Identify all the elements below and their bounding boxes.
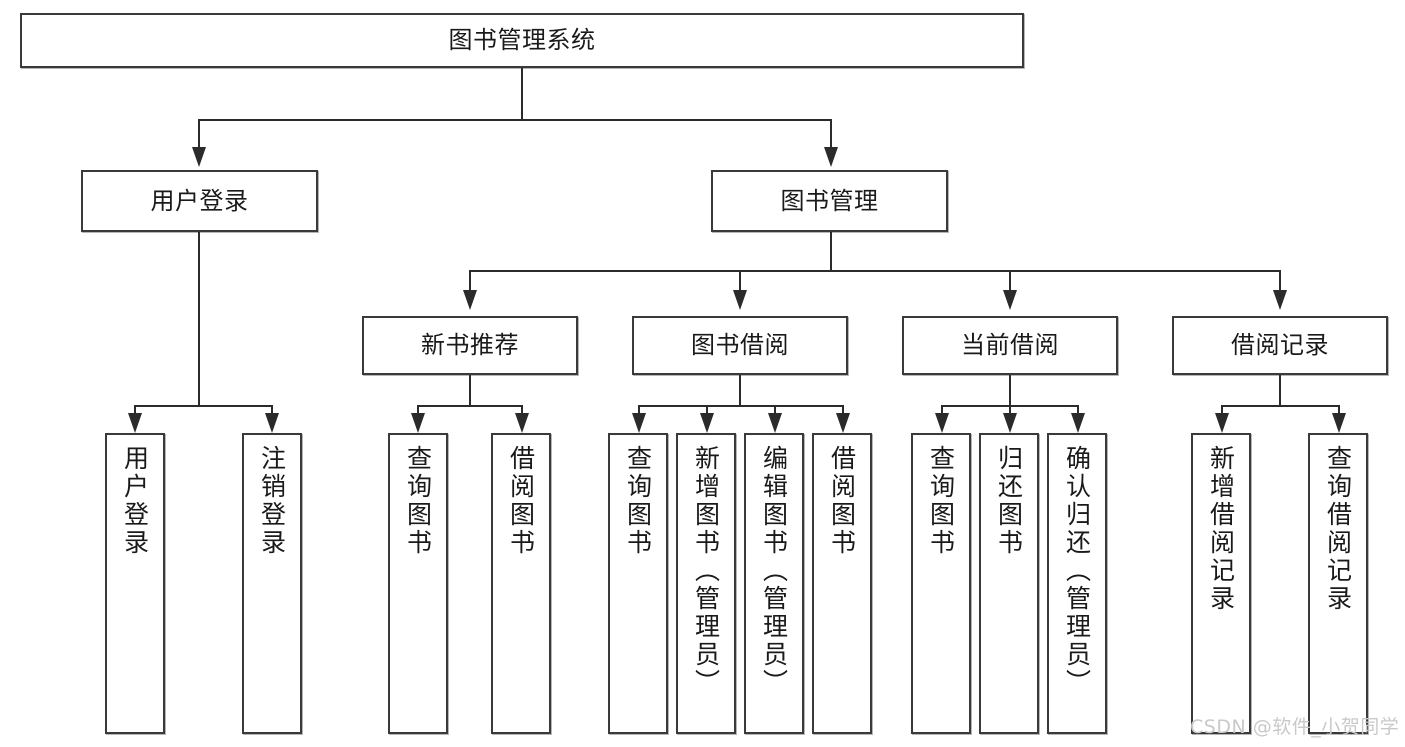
- node-root-book-management-system[interactable]: 图书管理系统: [20, 13, 1024, 68]
- arrow-nb-leaf-2: [515, 413, 529, 433]
- edge-bm-drop-1: [469, 270, 471, 292]
- node-label: 图书管理: [780, 186, 879, 215]
- edge-borrow-record-bus: [1221, 405, 1338, 407]
- edge-bb-drop-3: [774, 405, 776, 417]
- node-label: 用户登录: [120, 445, 150, 557]
- arrow-br-leaf-1: [1215, 413, 1229, 433]
- edge-book-management-bus: [469, 270, 1281, 272]
- edge-book-borrow-stem: [739, 375, 741, 406]
- edge-root-to-user-login: [198, 119, 200, 149]
- edge-user-login-drop-2: [271, 405, 273, 417]
- leaf-book-borrow-query-book[interactable]: 查询图书: [608, 433, 668, 734]
- edge-current-borrow-stem: [1009, 375, 1011, 406]
- edge-user-login-drop-1: [134, 405, 136, 417]
- edge-bm-drop-3: [1009, 270, 1011, 292]
- node-label: 用户登录: [150, 186, 249, 215]
- edge-bb-drop-1: [638, 405, 640, 417]
- edge-nb-drop-1: [417, 405, 419, 417]
- edge-user-login-bus: [134, 405, 272, 407]
- edge-root-to-book-management: [830, 119, 832, 149]
- edge-user-login-stem: [198, 232, 200, 406]
- edge-br-drop-2: [1338, 405, 1340, 417]
- edge-book-management-stem: [830, 232, 832, 271]
- node-label: 借阅图书: [506, 445, 536, 557]
- leaf-book-borrow-add-book-admin[interactable]: 新增图书（管理员）: [676, 433, 736, 734]
- edge-cb-drop-1: [941, 405, 943, 417]
- leaf-new-book-borrow-book[interactable]: 借阅图书: [491, 433, 551, 734]
- node-book-management[interactable]: 图书管理: [711, 170, 948, 232]
- arrow-bb-leaf-2: [700, 413, 714, 433]
- node-label: 借阅记录: [1231, 331, 1329, 360]
- edge-root-stem: [521, 68, 523, 119]
- edge-bm-drop-4: [1279, 270, 1281, 292]
- node-label: 归还图书: [994, 445, 1024, 557]
- arrow-user-login-leaf-1: [128, 413, 142, 433]
- leaf-current-borrow-return-book[interactable]: 归还图书: [979, 433, 1039, 734]
- edge-cb-drop-2: [1009, 405, 1011, 417]
- leaf-book-borrow-borrow-book[interactable]: 借阅图书: [812, 433, 872, 734]
- node-label: 新书推荐: [421, 331, 519, 360]
- arrow-root-to-user-login: [192, 147, 206, 167]
- node-borrow-record[interactable]: 借阅记录: [1172, 316, 1388, 375]
- node-label: 图书借阅: [691, 331, 789, 360]
- arrow-bm-to-book-borrow: [733, 290, 747, 310]
- leaf-borrow-record-add-record[interactable]: 新增借阅记录: [1191, 433, 1251, 734]
- node-label: 借阅图书: [827, 445, 857, 557]
- arrow-bm-to-current-borrow: [1003, 290, 1017, 310]
- node-book-borrow[interactable]: 图书借阅: [632, 316, 848, 375]
- arrow-cb-leaf-2: [1003, 413, 1017, 433]
- arrow-nb-leaf-1: [411, 413, 425, 433]
- edge-new-book-stem: [469, 375, 471, 406]
- arrow-user-login-leaf-2: [265, 413, 279, 433]
- leaf-current-borrow-query-book[interactable]: 查询图书: [911, 433, 971, 734]
- node-label: 编辑图书（管理员）: [759, 445, 789, 697]
- node-label: 确认归还（管理员）: [1062, 445, 1092, 697]
- edge-bm-drop-2: [739, 270, 741, 292]
- node-label: 新增借阅记录: [1206, 445, 1236, 613]
- node-label: 新增图书（管理员）: [691, 445, 721, 697]
- edge-book-borrow-bus: [638, 405, 842, 407]
- node-label: 查询图书: [623, 445, 653, 557]
- edge-borrow-record-stem: [1279, 375, 1281, 406]
- node-label: 注销登录: [257, 445, 287, 557]
- node-new-book-recommend[interactable]: 新书推荐: [362, 316, 578, 375]
- node-current-borrow[interactable]: 当前借阅: [902, 316, 1118, 375]
- leaf-new-book-query-book[interactable]: 查询图书: [388, 433, 448, 734]
- edge-root-bus: [198, 119, 831, 121]
- arrow-br-leaf-2: [1332, 413, 1346, 433]
- leaf-current-borrow-confirm-return-admin[interactable]: 确认归还（管理员）: [1047, 433, 1107, 734]
- edge-cb-drop-3: [1077, 405, 1079, 417]
- node-user-login[interactable]: 用户登录: [81, 170, 318, 232]
- edge-br-drop-1: [1221, 405, 1223, 417]
- leaf-book-borrow-edit-book-admin[interactable]: 编辑图书（管理员）: [744, 433, 804, 734]
- edge-new-book-bus: [417, 405, 522, 407]
- leaf-user-login-logout[interactable]: 注销登录: [242, 433, 302, 734]
- arrow-bm-to-new-book: [463, 290, 477, 310]
- arrow-bb-leaf-1: [632, 413, 646, 433]
- arrow-root-to-book-management: [824, 147, 838, 167]
- edge-bb-drop-2: [706, 405, 708, 417]
- edge-nb-drop-2: [521, 405, 523, 417]
- node-label: 查询图书: [926, 445, 956, 557]
- arrow-bm-to-borrow-record: [1273, 290, 1287, 310]
- node-label: 当前借阅: [961, 331, 1059, 360]
- leaf-user-login-login[interactable]: 用户登录: [105, 433, 165, 734]
- node-label: 查询借阅记录: [1323, 445, 1353, 613]
- arrow-cb-leaf-3: [1071, 413, 1085, 433]
- node-label: 查询图书: [403, 445, 433, 557]
- arrow-bb-leaf-4: [836, 413, 850, 433]
- arrow-bb-leaf-3: [768, 413, 782, 433]
- node-label: 图书管理系统: [448, 26, 596, 55]
- edge-bb-drop-4: [842, 405, 844, 417]
- arrow-cb-leaf-1: [935, 413, 949, 433]
- leaf-borrow-record-query-record[interactable]: 查询借阅记录: [1308, 433, 1368, 734]
